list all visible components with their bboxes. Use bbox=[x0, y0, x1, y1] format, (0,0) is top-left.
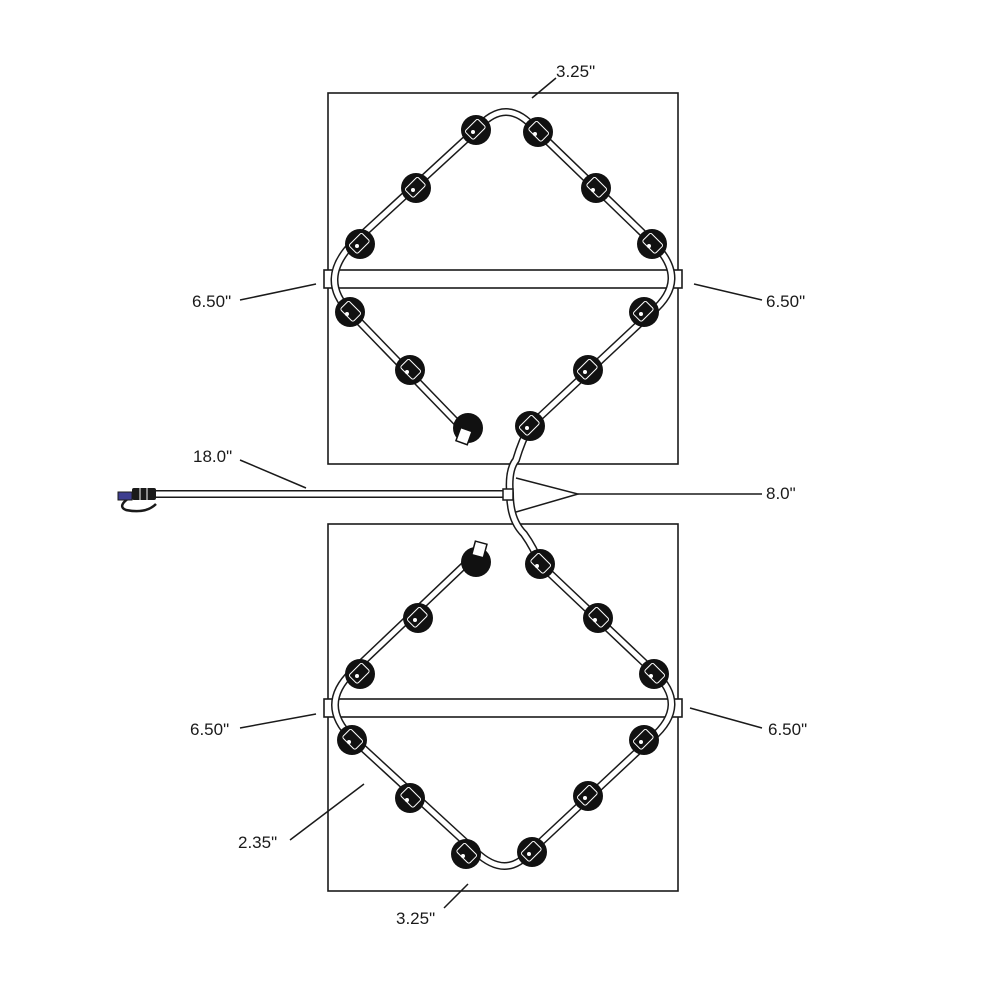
dim-top-3-25: 3.25" bbox=[556, 62, 595, 81]
led-node bbox=[637, 229, 667, 259]
led-node bbox=[335, 297, 365, 327]
dim-bottom-left-6-50: 6.50" bbox=[190, 720, 229, 739]
dim-lead-18-0: 18.0" bbox=[193, 447, 232, 466]
led-node bbox=[573, 781, 603, 811]
led-node bbox=[345, 659, 375, 689]
dim-top-right-6-50: 6.50" bbox=[766, 292, 805, 311]
led-node-end bbox=[461, 540, 491, 577]
bottom-led-loop bbox=[331, 490, 676, 870]
leader-lines bbox=[239, 77, 763, 909]
led-node bbox=[629, 297, 659, 327]
led-node bbox=[395, 783, 425, 813]
dim-bottom-right-6-50: 6.50" bbox=[768, 720, 807, 739]
dim-bottom-3-25: 3.25" bbox=[396, 909, 435, 928]
led-node bbox=[639, 659, 669, 689]
led-node bbox=[629, 725, 659, 755]
dim-top-left-6-50: 6.50" bbox=[192, 292, 231, 311]
led-node bbox=[523, 117, 553, 147]
plug-body bbox=[132, 488, 156, 500]
led-node bbox=[395, 355, 425, 385]
split-bracket bbox=[515, 477, 762, 513]
led-node bbox=[517, 837, 547, 867]
power-lead bbox=[152, 488, 514, 501]
led-node bbox=[581, 173, 611, 203]
led-node bbox=[403, 603, 433, 633]
led-node bbox=[345, 229, 375, 259]
led-node bbox=[451, 839, 481, 869]
led-node bbox=[337, 725, 367, 755]
plug-tip bbox=[117, 491, 133, 501]
bottom-nodes bbox=[337, 540, 669, 869]
led-node bbox=[515, 411, 545, 441]
dim-bottom-2-35: 2.35" bbox=[238, 833, 277, 852]
led-node bbox=[461, 115, 491, 145]
led-node bbox=[573, 355, 603, 385]
plug-connector bbox=[117, 488, 157, 513]
top-crossbar bbox=[323, 269, 683, 289]
led-node bbox=[583, 603, 613, 633]
top-nodes bbox=[335, 115, 667, 446]
led-node bbox=[525, 549, 555, 579]
led-node bbox=[401, 173, 431, 203]
led-node-end bbox=[453, 413, 483, 446]
top-led-loop bbox=[330, 108, 676, 498]
bottom-crossbar bbox=[323, 698, 683, 718]
splitter-block bbox=[502, 488, 514, 501]
dim-split-8-0: 8.0" bbox=[766, 484, 796, 503]
